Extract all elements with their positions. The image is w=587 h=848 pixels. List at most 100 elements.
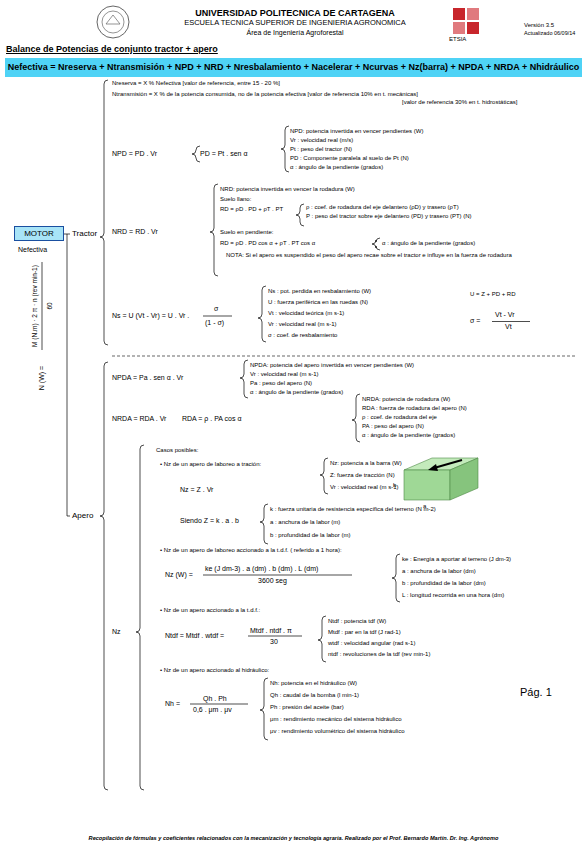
formula-text: α : ángulo de la pendiente (grados) [362,432,455,439]
curly-brace [392,554,400,602]
formula-text: NOTA: Si el apero es suspendido el peso … [226,252,526,259]
formula-text: Ns : pot. perdida en resbalamiento (W) [268,288,371,295]
formula-text: σ = [470,317,480,325]
formula-text: Qh : caudal de la bomba (l min-1) [270,692,359,699]
formula-text: Nh: potencia en el hidráulico (W) [270,680,357,687]
formula-text: Vr : velocidad real (m/s) [290,137,353,144]
formula-text: NPDA = Pa . sen α . Vr [112,374,183,382]
formula-text: ke (J dm-3) . a (dm) . b (dm) . L (dm) [205,565,318,573]
formula-text: 30 [270,638,278,646]
formula-text: • Nz de un apero de laboreo a tración: [160,461,261,468]
curly-brace [100,362,108,790]
formula-text: σ : coef. de resbalamiento [268,332,337,339]
formula-text: NRD: potencia invertida en vencer la rod… [220,186,355,193]
formula-text: Nh = [165,700,180,708]
curly-brace [260,504,268,544]
formula-text: Siendo Z = k . a . b [180,517,239,525]
formula-text: Vr : velocidad real (m s-1) [330,484,398,491]
formula-text: NRD = RD . Vr [112,228,158,236]
formula-text: U = Z + PD + RD [470,291,516,298]
formula-text: PD : Componente paralela al suelo de Pt … [290,155,409,162]
formula-text: a : anchura de la labor (m) [270,519,340,526]
formula-text: wtdf : velocidad angular (rad s-1) [328,640,415,647]
formula-text: Nefectiva [18,246,47,254]
formula-text: Nz = Z . Vr [180,486,213,494]
curly-brace [260,678,268,740]
curly-brace [296,204,304,226]
formula-text: Vt - Vr [495,311,515,319]
formula-text: NRDA: potencia de rodadura (W) [362,396,450,403]
curly-brace [320,458,328,494]
rotated-formula: M (N.m) · 2 π · n (rev min-1) [31,265,38,347]
formula-text: RDA = ρ . PA cos α [182,415,241,423]
curly-brace [240,360,248,398]
formula-text: • Nz de un apero accionado a la t.d.f.: [160,607,260,614]
formula-text: 0,6 . μm . μv [193,706,232,714]
formula-text: P : peso del tractor sobre eje delantero… [306,213,521,220]
formula-text: UNIVERSIDAD POLITECNICA DE CARTAGENA [150,8,440,18]
formula-text: ntdf : revoluciones de la tdf (rev min-1… [328,651,430,658]
formula-text: ρ : coef. de rodadura del eje [362,414,437,421]
formula-text: α : ángulo de la pendiente (grados) [250,389,343,396]
formula-text: b [393,482,396,489]
page-title: Balance de Potencias de conjunto tractor… [6,44,218,54]
formula-text: NPD = PD . Vr [112,150,157,158]
formula-text: Pa : peso del apero (N) [250,380,312,387]
curly-brace [318,616,326,662]
formula-text: Actualizado 06/09/14 [524,30,575,36]
formula-text: Vr : velocidad real (m s-1) [250,371,318,378]
brace-group [100,80,400,790]
formula-text: PD = Pt . sen α [200,150,247,158]
formula-text: Vt [505,323,512,331]
formula-text: Ntdf = Mtdf . wtdf = [165,632,224,640]
formula-text: Qh . Ph [203,695,227,703]
formula-text: Nz (W) = [165,571,193,579]
formula-text: Tractor [72,229,97,238]
formula-text: (1 - σ) [205,319,224,327]
formula-text: NPDA: potencia del apero invertida en ve… [250,362,414,369]
formula-text: Z: fuerza de tracción (N) [330,472,395,479]
formula-text: b : profundidad de la labor (m) [270,532,350,539]
formula-text: ρ : coef. de rodadura del eje delantero … [306,204,459,211]
curly-brace [281,126,289,172]
force-arrow [428,460,462,471]
curly-brace [210,184,218,276]
formula-text: a : anchura de la labor (dm) [402,568,476,575]
formula-text: Nz [112,628,121,636]
formula-text: Suelo en pendiente: [220,229,273,236]
rotated-formula: 60 [46,302,53,309]
rotated-formula: N (W) = [38,366,46,390]
fraction-lines [42,262,530,704]
formula-text: Ph : presión del aceite (bar) [270,704,344,711]
formula-text: [valor de referencia 30% en t. hidrostát… [402,99,517,106]
formula-text: α : ángulo de la pendiente (grados) [290,164,383,171]
dashed-separator [112,356,575,357]
motor-box: MOTOR [14,226,64,241]
formula-text: RDA : fuerza de rodadura del apero (N) [362,405,467,412]
formula-text: α : ángulo de la pendiente (grados) [382,240,475,247]
formula-text: Ns = U (Vt - Vr) = U . Vr . [112,312,189,320]
curly-brace [192,146,200,162]
formula-text: Nz: potencia a la barra (W) [330,460,402,467]
footer-caption: Recopilación de fórmulas y coeficientes … [0,835,587,841]
curly-brace [372,238,380,250]
school-logo [453,8,479,34]
formula-text: NPD: potencia invertida en vencer pendie… [290,128,423,135]
curly-brace [136,445,144,790]
formula-text: Nreserva = X % Nefectiva [valor de refer… [112,80,280,87]
formula-text: Apero [72,511,93,520]
university-seal [97,6,129,38]
formula-text: Mtdf : par en la tdf (J rad-1) [328,629,401,636]
formula-text: ke : Energía a aportar al terreno (J dm-… [402,556,511,563]
formula-text: Pt : peso del tractor (N) [290,146,352,153]
formula-text: Mtdf . ntdf . π [250,627,292,635]
formula-text: μm : rendimiento mecánico del sistema hi… [270,716,402,723]
formula-text: • Nz de un apero de laboreo accionado a … [160,547,342,554]
formula-text: Vt : velocidad teórica (m s-1) [268,310,344,317]
equation-band: Nefectiva = Nreserva + Ntransmisión + NP… [5,58,582,77]
motor-links [64,234,70,516]
formula-text: σ [214,305,218,313]
formula-text: L : longitud recorrida en una hora (dm) [402,592,504,599]
formula-text: k : fuerza unitaria de resistencia espec… [270,506,436,513]
